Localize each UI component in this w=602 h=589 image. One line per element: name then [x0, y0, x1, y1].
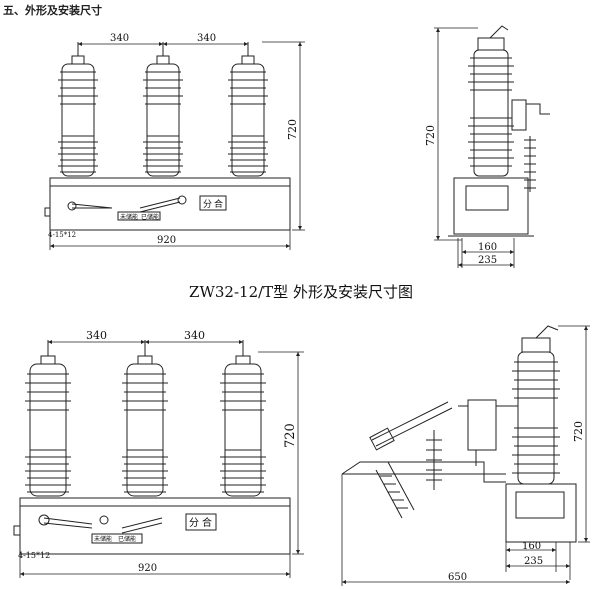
bottom-front-pole-middle	[122, 340, 168, 497]
bottom-front-label-close: 合	[202, 516, 212, 529]
bottom-side-cap	[521, 337, 551, 353]
bottom-side-mechanism	[505, 483, 577, 543]
top-front-view: 分 合 未储能 已储能 340 340 720 920 4-15*12	[44, 33, 305, 250]
top-front-dim-720: 720	[286, 119, 299, 140]
bottom-side-dim-720: 720	[572, 421, 585, 442]
bottom-front-pole-right	[220, 340, 266, 497]
top-front-handle-left	[71, 203, 113, 209]
bottom-front-view: 分 合 未储能 已储能 340 340 720 920 4-15*12	[13, 329, 304, 578]
top-side-dim-235: 235	[478, 255, 497, 266]
top-front-hole-note: 4-15*12	[48, 231, 76, 239]
top-front-base	[49, 177, 291, 231]
top-front-label-not-stored: 未储能	[120, 213, 138, 221]
top-front-dim-340-left: 340	[110, 33, 129, 44]
bottom-side-dim-160: 160	[522, 541, 541, 552]
bottom-front-handle-right	[121, 517, 163, 534]
bottom-front-hole-note: 4-15*12	[18, 551, 50, 560]
top-side-dim-720: 720	[424, 125, 437, 146]
bottom-side-view: 720 160 235 650	[341, 325, 590, 586]
top-side-dim-160: 160	[478, 242, 497, 253]
top-side-cap	[477, 37, 505, 51]
top-front-label-off: 分	[203, 199, 212, 210]
bottom-front-label-not-stored: 未储能	[94, 535, 112, 543]
bottom-front-label-off: 分	[189, 517, 199, 529]
bottom-side-bracket	[341, 461, 506, 483]
top-front-label-close: 合	[214, 198, 223, 210]
top-front-dim-920: 920	[157, 235, 176, 246]
bottom-side-arm	[371, 401, 453, 447]
top-side-mechanism	[453, 177, 529, 235]
section-heading: 五、外形及安装尺寸	[3, 4, 102, 17]
top-front-dim-340-right: 340	[197, 33, 216, 44]
bottom-front-dim-720: 720	[283, 423, 298, 448]
top-front-pole-right	[228, 42, 268, 177]
bottom-front-handle-left	[43, 517, 93, 529]
bottom-front-pole-left	[25, 340, 71, 497]
bottom-front-label-stored: 已储能	[118, 535, 136, 543]
top-front-pole-middle	[143, 42, 183, 177]
bottom-front-dim-340-left: 340	[86, 329, 107, 342]
top-front-pole-left	[58, 42, 98, 177]
top-front-label-stored: 已储能	[141, 213, 159, 221]
figure-caption: ZW32-12/T型 外形及安装尺寸图	[189, 283, 413, 301]
bottom-side-dim-235: 235	[524, 556, 543, 567]
top-side-view: 720 160 235	[424, 25, 550, 268]
bottom-front-dim-340-right: 340	[184, 329, 205, 342]
bottom-side-dim-650: 650	[448, 572, 467, 583]
bottom-front-dim-920: 920	[138, 563, 157, 574]
top-front-handle-right	[139, 197, 181, 213]
